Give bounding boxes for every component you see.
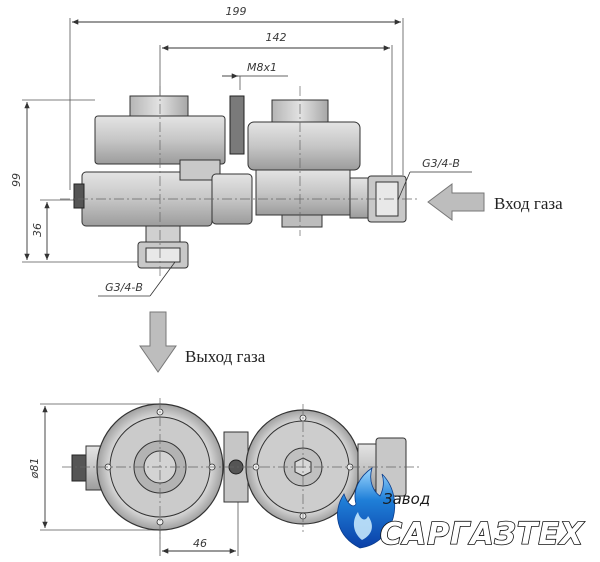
dimension-36: 36 (31, 199, 75, 260)
inlet-thread-label: G3/4-B (422, 157, 460, 170)
brand-logo: Завод САРГАЗТЕХ (337, 467, 585, 553)
dim-diameter-label: ø81 (28, 458, 41, 480)
gas-outlet-label: Выход газа (185, 347, 266, 366)
brand-prefix: Завод (383, 490, 430, 508)
outlet-thread-label: G3/4-B (105, 281, 143, 294)
gas-inlet-label: Вход газа (494, 194, 563, 213)
inlet-thread-callout: G3/4-B (397, 157, 472, 201)
dim-99-label: 99 (10, 173, 23, 187)
brand-name: САРГАЗТЕХ (380, 517, 585, 552)
dimension-199: 199 (69, 5, 404, 190)
dim-36-label: 36 (31, 223, 44, 237)
flame-icon (337, 467, 396, 549)
dim-142-label: 142 (266, 31, 287, 44)
dim-m8x1-label: M8x1 (247, 61, 277, 74)
outlet-thread-callout: G3/4-B (98, 261, 176, 297)
dim-46-label: 46 (193, 537, 207, 550)
regulator-plan-view (62, 398, 420, 540)
gas-inlet-arrow-icon (427, 183, 485, 221)
dimension-diameter: ø81 (28, 403, 162, 531)
gas-outlet-arrow-icon (139, 311, 177, 373)
dimension-m8x1: M8x1 (222, 61, 288, 90)
dimension-99: 99 (10, 99, 150, 263)
regulator-side-view (60, 86, 420, 278)
dim-199-label: 199 (226, 5, 247, 18)
